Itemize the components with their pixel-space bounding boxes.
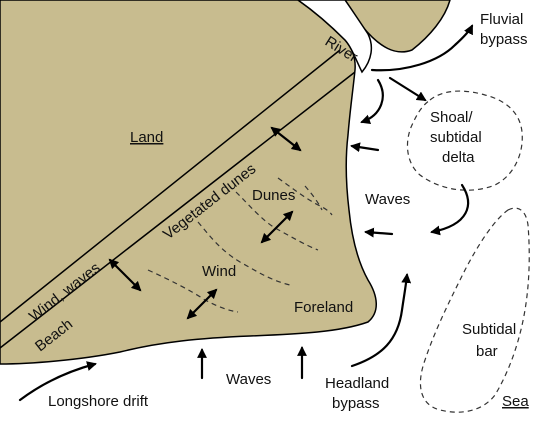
label-shoal-1: Shoal/ — [430, 109, 473, 126]
label-waves-bottom: Waves — [226, 371, 271, 388]
label-subtidal-bar-2: bar — [476, 343, 498, 360]
label-waves-right: Waves — [365, 191, 410, 208]
label-headland-bypass-2: bypass — [332, 395, 380, 412]
river-curve-arrow — [360, 78, 384, 125]
headland-bypass-arrow — [350, 273, 412, 368]
label-sea: Sea — [502, 393, 529, 410]
label-subtidal-bar-1: Subtidal — [462, 321, 516, 338]
dunes-double-arrow — [260, 210, 294, 244]
label-shoal-3: delta — [442, 149, 475, 166]
shoal-to-coast-arrow — [430, 183, 470, 236]
label-dunes: Dunes — [252, 187, 295, 204]
wave-arrow-upper — [350, 142, 380, 153]
river-channel — [296, 0, 373, 74]
wind-waves-double-arrow — [108, 258, 142, 292]
river-to-shoal-arrow — [388, 76, 427, 102]
subtidal-bar-outline — [419, 207, 530, 413]
label-foreland: Foreland — [294, 299, 353, 316]
fluvial-bypass-arrow — [370, 24, 474, 72]
label-wind: Wind — [202, 263, 236, 280]
label-land: Land — [130, 129, 163, 146]
label-headland-bypass-1: Headland — [325, 375, 389, 392]
land-area — [0, 0, 377, 365]
label-fluvial-bypass-2: bypass — [480, 31, 528, 48]
dune-line-upper — [0, 49, 341, 323]
dune-ridge-4 — [277, 177, 333, 216]
dune-ridge-5 — [304, 185, 323, 211]
wave-arrow-mid — [364, 227, 394, 238]
label-shoal-2: subtidal — [430, 129, 482, 146]
dune-line-lower — [0, 71, 356, 349]
dune-ridge-2 — [197, 221, 291, 286]
label-longshore-drift: Longshore drift — [48, 393, 149, 410]
vegetated-dunes-double-arrow — [270, 126, 302, 152]
shoal-delta-outline — [406, 90, 523, 191]
wind-double-arrow — [186, 288, 218, 320]
label-fluvial-bypass-1: Fluvial — [480, 11, 523, 28]
longshore-drift-arrow — [18, 361, 97, 402]
